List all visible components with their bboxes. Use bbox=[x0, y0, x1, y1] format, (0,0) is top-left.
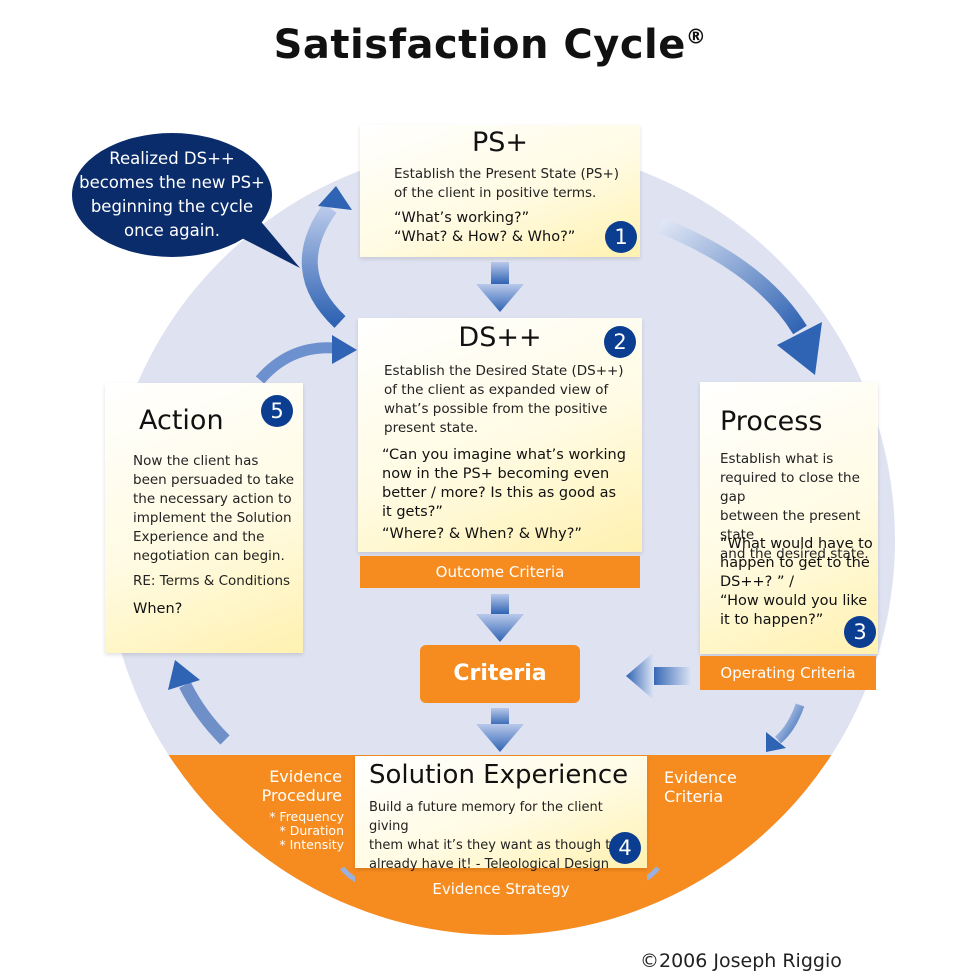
speech-bubble-text: Realized DS++ becomes the new PS+ beginn… bbox=[79, 149, 265, 240]
badge-5: 5 bbox=[261, 395, 293, 427]
action-when: When? bbox=[133, 601, 183, 617]
criteria-box: Criteria bbox=[420, 645, 580, 703]
evidence-strategy-bar: Evidence Strategy bbox=[355, 872, 647, 906]
arrow-ds-to-criteria bbox=[476, 594, 524, 642]
ps-description: Establish the Present State (PS+)of the … bbox=[394, 166, 620, 201]
solution-description: Build a future memory for the client giv… bbox=[369, 800, 635, 872]
ds-card: DS++ 2 Establish the Desired State (DS++… bbox=[358, 318, 642, 552]
ds-title: DS++ bbox=[458, 322, 542, 353]
ps-questions: “What’s working?”“What? & How? & Who?” bbox=[394, 210, 576, 245]
evidence-procedure-items: * Frequency* Duration* Intensity bbox=[269, 809, 344, 852]
arrow-ps-to-ds bbox=[476, 262, 524, 312]
ps-title: PS+ bbox=[471, 127, 529, 158]
process-title: Process bbox=[720, 406, 823, 437]
solution-card: Solution Experience Build a future memor… bbox=[355, 756, 647, 872]
solution-title: Solution Experience bbox=[369, 760, 629, 790]
arrow-ds-to-ps-return bbox=[301, 186, 352, 328]
action-title: Action bbox=[139, 405, 224, 436]
ds-description: Establish the Desired State (DS++)of the… bbox=[384, 363, 624, 436]
speech-bubble-shape bbox=[72, 133, 300, 268]
ps-card: PS+ Establish the Present State (PS+)of … bbox=[360, 125, 640, 257]
operating-criteria-bar: Operating Criteria bbox=[700, 656, 876, 690]
ds-questions-2: “Where? & When? & Why?” bbox=[382, 526, 582, 542]
badge-3: 3 bbox=[844, 616, 876, 648]
page-title: Satisfaction Cycle® bbox=[273, 22, 707, 68]
outcome-criteria-bar: Outcome Criteria bbox=[360, 556, 640, 588]
badge-2: 2 bbox=[604, 326, 636, 358]
arrow-evidence-to-action bbox=[168, 660, 230, 745]
badge-1: 1 bbox=[605, 221, 637, 253]
arrow-criteria-to-solution bbox=[476, 708, 524, 752]
arrow-process-to-criteria bbox=[626, 652, 692, 700]
action-re: RE: Terms & Conditions bbox=[133, 573, 291, 589]
badge-4: 4 bbox=[609, 832, 641, 864]
copyright: ©2006 Joseph Riggio bbox=[640, 950, 842, 972]
arrow-action-to-ds bbox=[255, 335, 357, 384]
arrow-ps-to-process bbox=[657, 217, 822, 375]
arrow-process-to-evidence-criteria bbox=[766, 703, 805, 752]
